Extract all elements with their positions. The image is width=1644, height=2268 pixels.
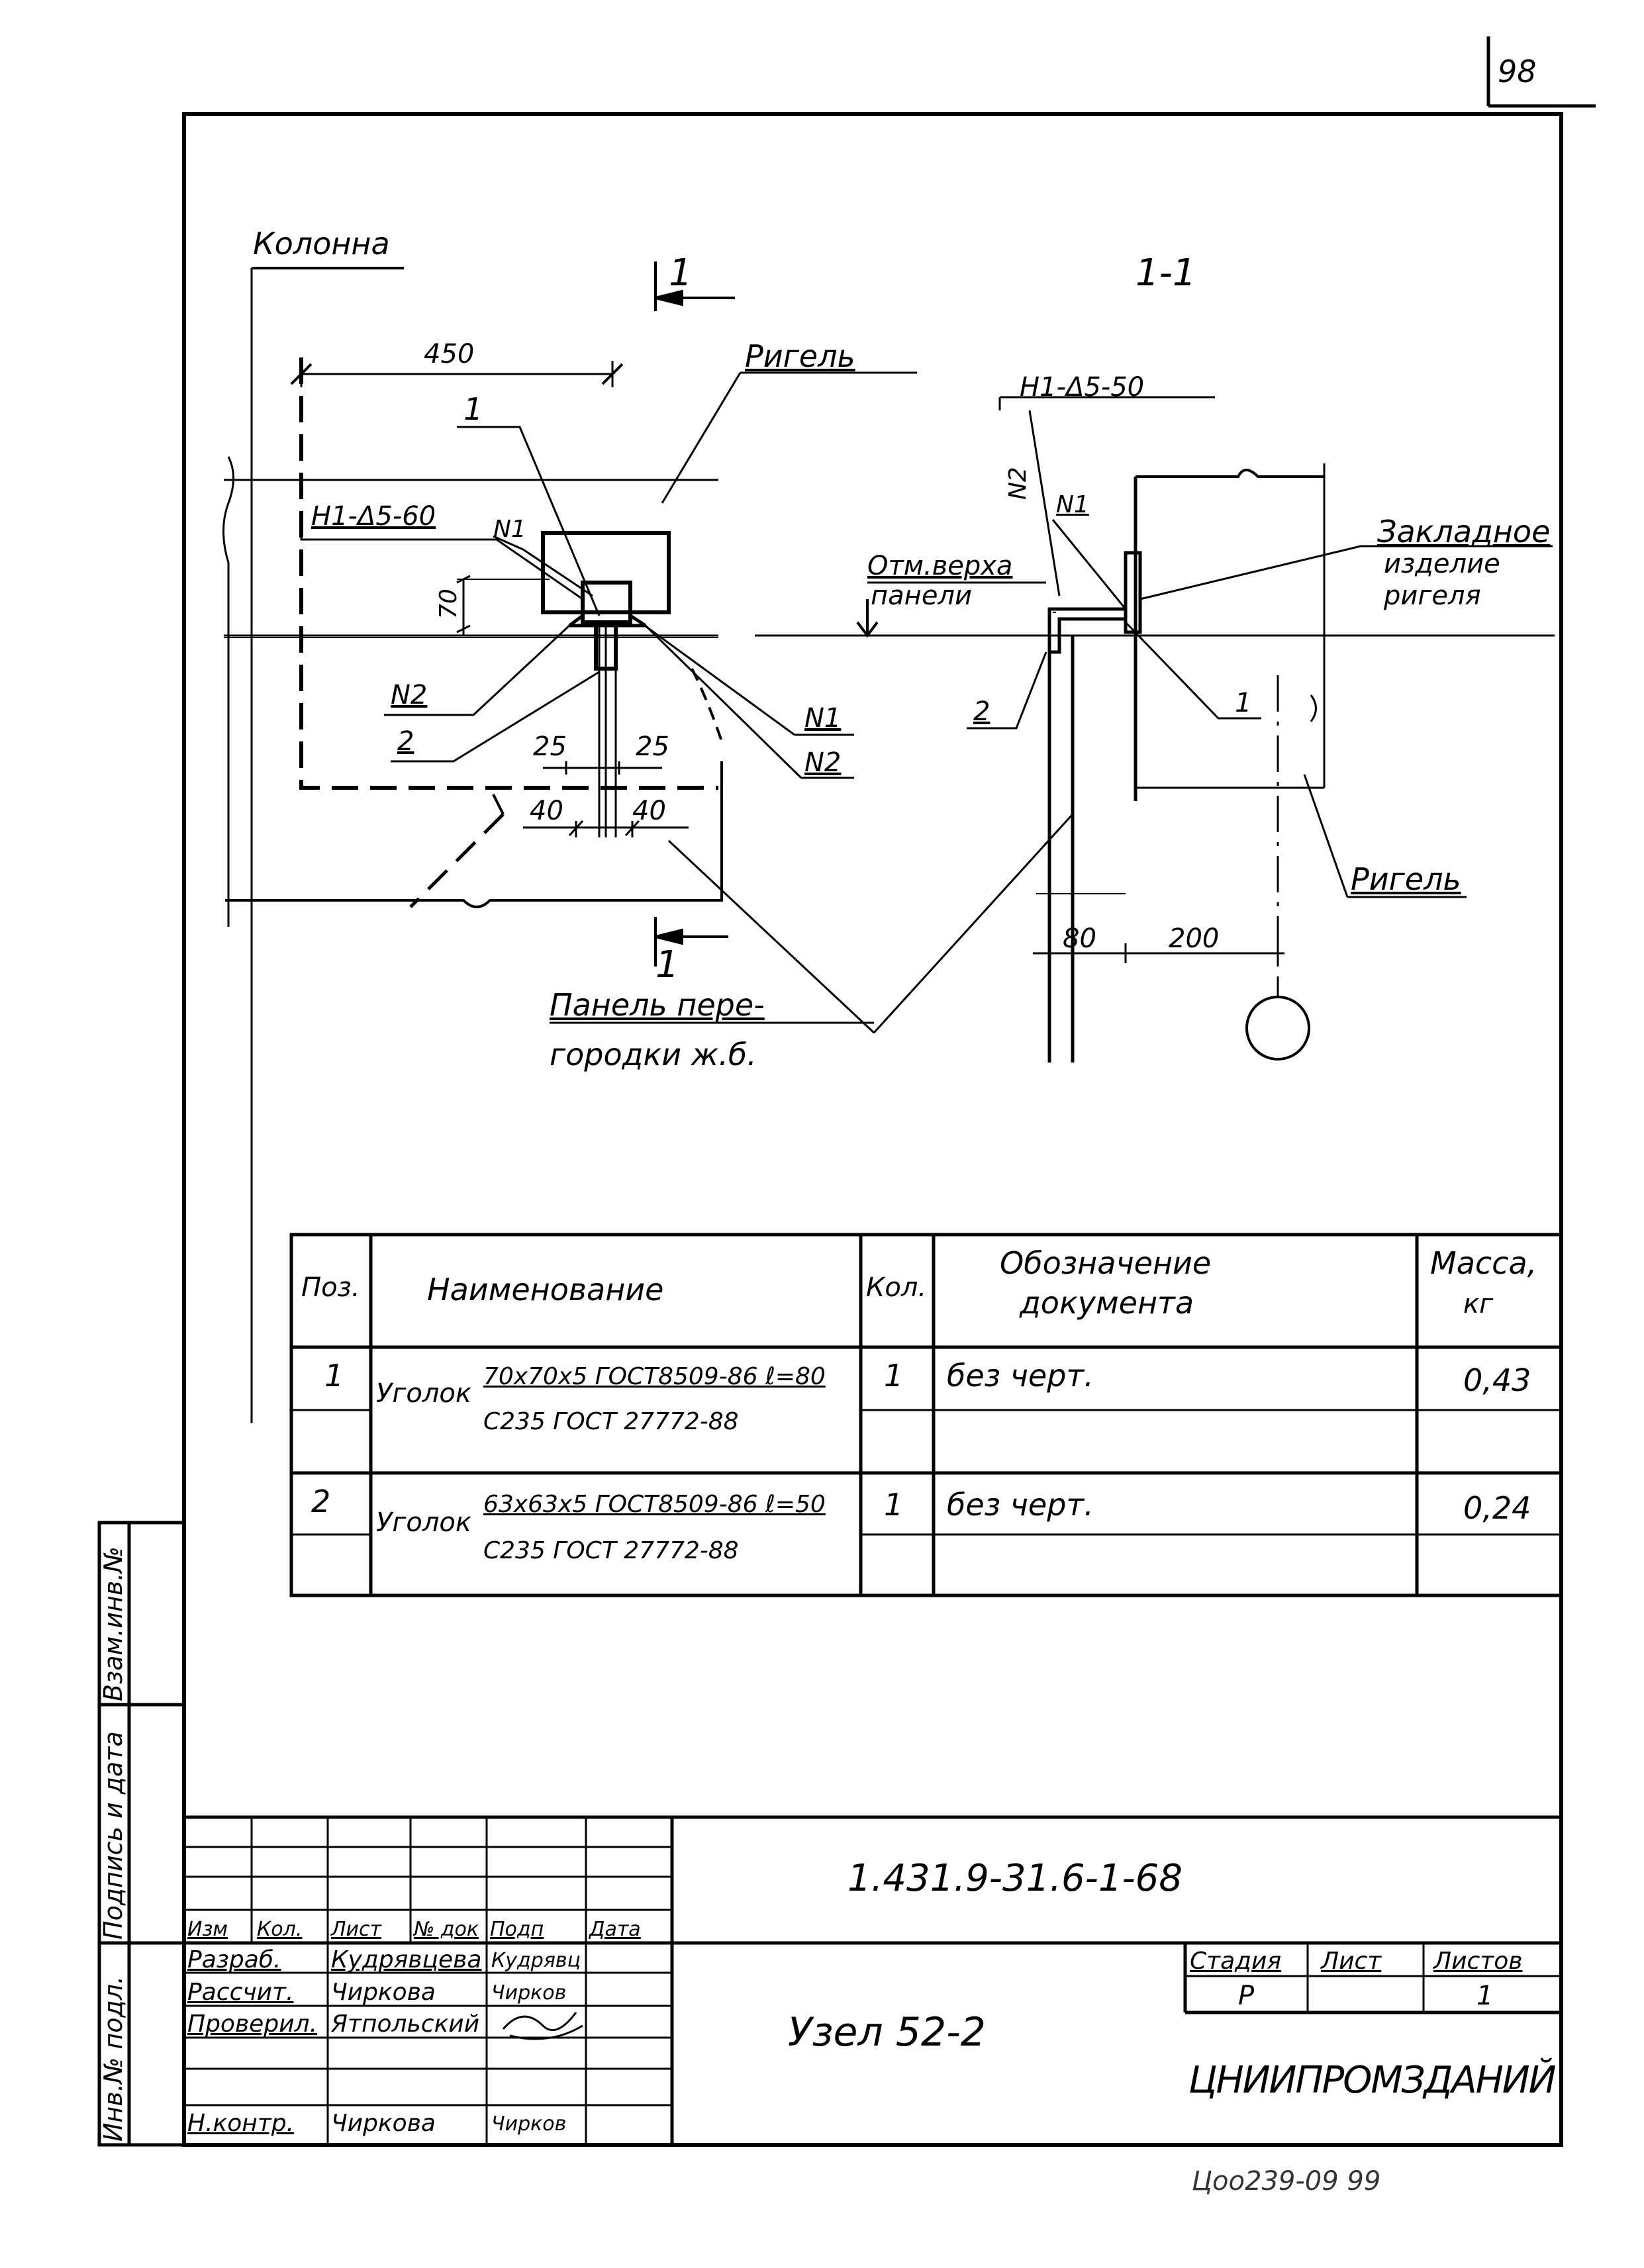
header-doc-line1: Обозначение: [1000, 1245, 1212, 1281]
n1-right-label: N1: [804, 703, 842, 733]
row1-pos: 1: [324, 1358, 344, 1394]
zakl-label-line3: ригеля: [1384, 581, 1481, 611]
organization-name: ЦНИИПРОМЗДАНИЙ: [1188, 2059, 1556, 2102]
row2-mass: 0,24: [1463, 1490, 1531, 1526]
dim-25-right: 25: [636, 732, 669, 762]
dim-25-left: 25: [533, 732, 567, 762]
tb-name-razrab: Кудрявцева: [331, 1946, 482, 1973]
sheet-corner-number: 98: [1498, 54, 1537, 89]
section-mark-bottom: 1: [655, 943, 679, 986]
row1-name-prefix: Уголок: [376, 1378, 472, 1409]
header-name: Наименование: [427, 1272, 664, 1307]
callout-1-section: 1: [1235, 688, 1252, 718]
dim-40-right: 40: [632, 796, 666, 826]
label-kolonna: Колонна: [253, 226, 390, 261]
row2-name-prefix: Уголок: [376, 1507, 472, 1538]
tb-name-nkontr: Чиркова: [331, 2110, 436, 2137]
callout-2-section: 2: [973, 696, 991, 727]
row1-name-line1: 70х70х5 ГОСТ8509-86 ℓ=80: [483, 1363, 826, 1390]
bottom-note: Цоо239-09 99: [1192, 2166, 1381, 2197]
dim-450: 450: [424, 339, 475, 369]
plan-view: [222, 261, 1074, 1423]
section-title: 1-1: [1136, 252, 1196, 295]
panel-label-line1: Панель пере-: [550, 987, 765, 1023]
row1-qty: 1: [884, 1358, 904, 1394]
tb-sign-nkontr: Чирков: [491, 2112, 567, 2136]
row2-name-line2: С235 ГОСТ 27772-88: [483, 1537, 739, 1564]
tb-header-podp: Подп: [490, 1918, 544, 1941]
label-rigel-plan: Ригель: [745, 338, 855, 374]
row2-doc: без черт.: [947, 1487, 1094, 1523]
weld-note-left: Н1-Δ5-60: [311, 501, 436, 532]
tb-stage-label: Стадия: [1190, 1948, 1282, 1975]
row1-doc: без черт.: [947, 1358, 1094, 1394]
header-mass-line2: кг: [1463, 1289, 1494, 1319]
tb-stage-value: Р: [1238, 1981, 1255, 2011]
tb-sheets-value: 1: [1476, 1981, 1494, 2011]
section-mark-top: 1: [669, 252, 693, 295]
row2-qty: 1: [884, 1487, 904, 1523]
tb-name-rasschit: Чиркова: [331, 1979, 436, 2006]
header-pos: Поз.: [301, 1272, 360, 1303]
n2-left-label: N2: [391, 680, 428, 710]
n2-right-label: N2: [804, 747, 842, 778]
zakl-label-line1: Закладное: [1377, 514, 1551, 549]
row2-name-line1: 63х63х5 ГОСТ8509-86 ℓ=50: [483, 1491, 826, 1518]
tb-name-proveril: Ятпольский: [331, 2010, 480, 2038]
side-stamp-frame: [97, 1521, 186, 2147]
tb-sheet-label: Лист: [1321, 1948, 1382, 1975]
document-code: 1.431.9-31.6-1-68: [847, 1857, 1183, 1900]
callout-2-plan: 2: [397, 726, 414, 757]
tb-header-list: Лист: [331, 1918, 382, 1941]
zakl-label-line2: изделие: [1384, 549, 1500, 579]
sheet-frame: [182, 112, 1563, 2147]
spec-table-grid: [289, 1233, 1563, 1597]
header-qty: Кол.: [866, 1272, 927, 1303]
dim-80: 80: [1063, 923, 1096, 954]
label-rigel-section: Ригель: [1351, 861, 1461, 897]
tb-header-kol: Кол.: [257, 1918, 303, 1941]
row1-name-line2: С235 ГОСТ 27772-88: [483, 1408, 739, 1435]
corner-number-box: [1486, 36, 1596, 108]
tb-sheets-label: Листов: [1433, 1948, 1523, 1975]
tb-header-data: Дата: [589, 1918, 641, 1941]
otm-label-line1: Отм.верха: [867, 551, 1013, 581]
panel-label-line2: городки ж.б.: [550, 1037, 757, 1072]
n1-top-label: N1: [493, 516, 526, 543]
header-doc-line2: документа: [1020, 1285, 1194, 1321]
tb-role-razrab: Разраб.: [187, 1946, 281, 1973]
n1-section-label: N1: [1056, 491, 1089, 518]
section-view: [755, 396, 1555, 1063]
tb-header-ndok: № док: [414, 1918, 479, 1941]
tb-role-rasschit: Рассчит.: [187, 1979, 294, 2006]
row2-pos: 2: [311, 1484, 331, 1519]
tb-role-nkontr: Н.контр.: [187, 2110, 295, 2137]
tb-header-izm: Изм: [187, 1918, 228, 1941]
dim-200: 200: [1169, 923, 1220, 954]
row1-mass: 0,43: [1463, 1362, 1531, 1398]
dim-40-left: 40: [530, 796, 563, 826]
title-block-grid: [184, 1815, 1561, 2145]
weld-note-right: Н1-Δ5-50: [1020, 372, 1145, 402]
callout-1-plan: 1: [463, 391, 483, 427]
tb-role-proveril: Проверил.: [187, 2010, 318, 2038]
node-title: Узел 52-2: [788, 2009, 986, 2055]
header-mass-line1: Масса,: [1430, 1245, 1537, 1281]
tb-sign-razrab: Кудрявц: [491, 1949, 581, 1972]
otm-label-line2: панели: [871, 581, 972, 611]
tb-sign-rasschit: Чирков: [491, 1981, 567, 2005]
